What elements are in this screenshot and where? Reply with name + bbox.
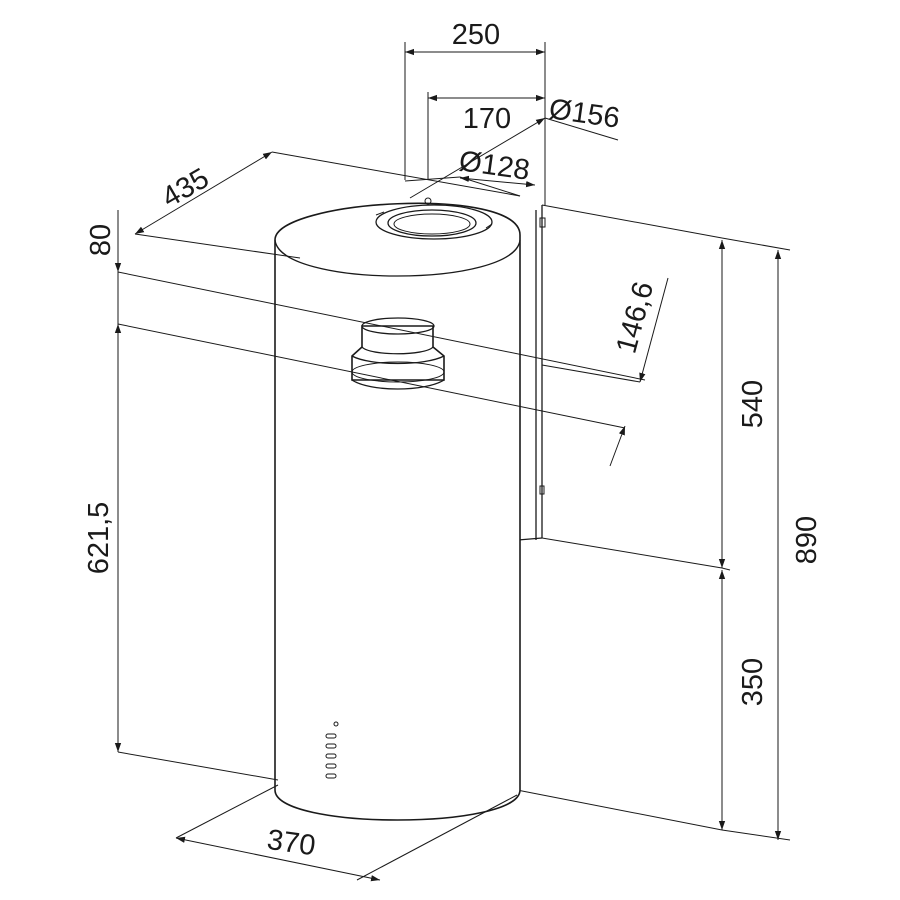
label-diameter-128: Ø128 — [457, 145, 532, 187]
extension-lines — [117, 42, 791, 881]
label-height-350: 350 — [737, 658, 769, 706]
control-panel — [325, 721, 339, 779]
button-icon — [325, 753, 337, 759]
dimension-labels: 250 170 Ø156 Ø128 435 80 146,6 621,5 540… — [83, 19, 823, 862]
label-depth-435: 435 — [157, 162, 215, 214]
label-diameter-156: Ø156 — [547, 93, 622, 135]
hood-cylinder — [274, 176, 521, 821]
wall-plate — [516, 204, 723, 831]
label-distance-146-6: 146,6 — [610, 278, 660, 356]
label-height-540: 540 — [737, 380, 769, 428]
button-icon — [325, 743, 337, 749]
button-icon — [325, 763, 337, 769]
label-diameter-370: 370 — [265, 824, 317, 862]
dimension-lines — [114, 48, 782, 882]
label-width-170: 170 — [463, 103, 511, 135]
label-width-250: 250 — [452, 19, 500, 51]
side-duct-collar — [351, 317, 445, 390]
button-icon — [325, 733, 337, 739]
button-icon — [325, 773, 337, 779]
indicator-icon — [333, 721, 339, 727]
label-offset-80: 80 — [85, 224, 117, 256]
label-height-621-5: 621,5 — [83, 502, 115, 575]
label-height-890: 890 — [791, 516, 823, 564]
